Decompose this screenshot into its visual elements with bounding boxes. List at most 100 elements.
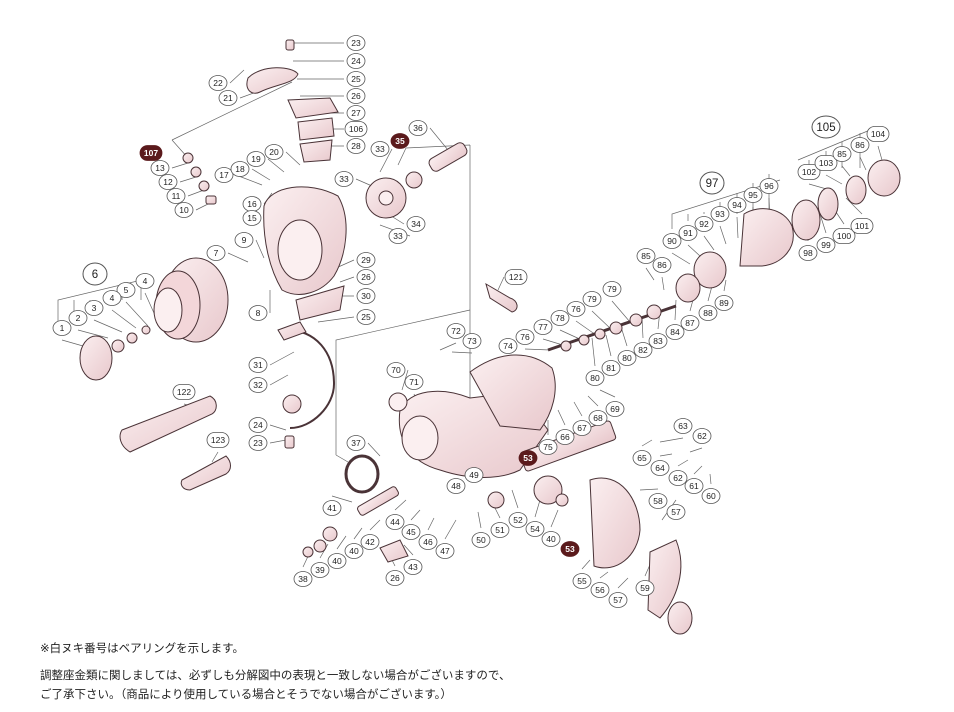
- part-label-text: 84: [670, 327, 680, 337]
- part-label-badge: [533, 319, 553, 335]
- part-label-badge: [498, 338, 518, 354]
- part-label-badge: [617, 350, 637, 366]
- bearing-label-text: 35: [395, 136, 405, 146]
- part-label-text: 106: [349, 124, 363, 134]
- part-label-105: 54: [525, 521, 545, 537]
- part-label-badge: [248, 377, 268, 393]
- part-label-30: 5: [116, 282, 136, 298]
- part-label-badge: [360, 534, 380, 550]
- knob-cap-part: [485, 282, 518, 313]
- part-label-93: 64: [650, 460, 670, 476]
- part-label-66: 90: [662, 233, 682, 249]
- rotor-center-part: [277, 219, 323, 281]
- part-label-badge: [590, 582, 610, 598]
- group-label-badge: [699, 171, 725, 195]
- part-label-text: 82: [638, 345, 648, 355]
- bail-arm-part: [246, 67, 299, 94]
- bearing-label-badge: [139, 145, 163, 161]
- part-label-badge: [172, 384, 196, 400]
- part-label-badge: [635, 580, 655, 596]
- part-label-43: 23: [248, 435, 268, 451]
- drag-knob-part: [79, 335, 113, 381]
- part-label-65: 89: [714, 295, 734, 311]
- part-label-badge: [698, 305, 718, 321]
- part-label-74: 99: [816, 237, 836, 253]
- part-label-badge: [310, 562, 330, 578]
- pinion-shaft-part: [428, 142, 468, 172]
- part-label-text: 26: [351, 91, 361, 101]
- part-label-69: 93: [710, 206, 730, 222]
- part-label-84: 48: [446, 478, 466, 494]
- part-label-badge: [68, 310, 88, 326]
- part-label-102: 50: [471, 532, 491, 548]
- part-label-4: 27: [346, 105, 366, 121]
- part-label-70: 94: [727, 197, 747, 213]
- bearing-label-text: 53: [523, 453, 533, 463]
- part-label-badge: [602, 281, 622, 297]
- part-label-68: 92: [694, 216, 714, 232]
- part-label-badge: [356, 309, 376, 325]
- group-label-text: 97: [706, 178, 719, 190]
- part-label-51: 79: [582, 291, 602, 307]
- group-label-badge: [811, 115, 841, 139]
- part-label-badge: [797, 164, 821, 180]
- part-label-text: 4: [110, 293, 115, 303]
- part-label-text: 11: [172, 191, 181, 201]
- part-label-badge: [356, 252, 376, 268]
- part-label-33: 3: [84, 300, 104, 316]
- part-label-34: 2: [68, 310, 88, 326]
- part-label-text: 30: [361, 291, 371, 301]
- part-label-text: 33: [393, 231, 403, 241]
- part-label-text: 123: [211, 435, 225, 445]
- part-label-text: 62: [697, 431, 707, 441]
- one-way-clutch-part: [693, 251, 727, 289]
- part-label-text: 1: [60, 323, 65, 333]
- part-label-90: 63: [673, 418, 693, 434]
- part-label-97: 41: [322, 500, 342, 516]
- part-label-text: 25: [361, 312, 371, 322]
- rotor-arm-part: [295, 285, 345, 321]
- part-label-text: 20: [269, 147, 279, 157]
- part-label-badge: [370, 141, 390, 157]
- part-label-text: 23: [351, 38, 361, 48]
- part-label-text: 47: [440, 546, 450, 556]
- part-label-92: 65: [632, 450, 652, 466]
- part-label-text: 83: [653, 336, 663, 346]
- part-label-badge: [246, 151, 266, 167]
- part-label-badge: [541, 531, 561, 547]
- part-label-114: 43: [403, 559, 423, 575]
- part-label-26: 29: [356, 252, 376, 268]
- part-label-text: 16: [247, 199, 257, 209]
- part-label-badge: [832, 228, 856, 244]
- part-label-badge: [218, 90, 238, 106]
- parts-illustration: [79, 39, 901, 635]
- group-label-badge: [82, 262, 108, 286]
- part-label-text: 8: [256, 308, 261, 318]
- part-label-text: 75: [543, 442, 553, 452]
- part-label-61: 85: [636, 248, 656, 264]
- part-label-badge: [684, 478, 704, 494]
- body-gear-cover-part: [469, 354, 556, 431]
- part-label-text: 34: [411, 219, 421, 229]
- part-label-text: 122: [177, 387, 191, 397]
- part-label-text: 3: [92, 303, 97, 313]
- part-label-badge: [346, 435, 366, 451]
- part-label-59: 70: [386, 362, 406, 378]
- part-label-35: 1: [52, 320, 72, 336]
- part-label-badge: [648, 493, 668, 509]
- part-label-text: 24: [253, 420, 263, 430]
- part-label-40: 122: [172, 384, 196, 400]
- part-label-badge: [692, 428, 712, 444]
- part-label-94: 62: [668, 470, 688, 486]
- part-label-text: 76: [520, 332, 530, 342]
- part-label-103: 51: [490, 522, 510, 538]
- part-label-text: 63: [678, 421, 688, 431]
- part-label-46: 74: [498, 338, 518, 354]
- part-label-text: 81: [606, 363, 616, 373]
- part-label-106: 40: [541, 531, 561, 547]
- part-label-text: 85: [641, 251, 651, 261]
- bearing-label-2: 53: [518, 450, 538, 466]
- part-label-10: 33: [370, 141, 390, 157]
- part-label-52: 79: [602, 281, 622, 297]
- part-label-badge: [327, 553, 347, 569]
